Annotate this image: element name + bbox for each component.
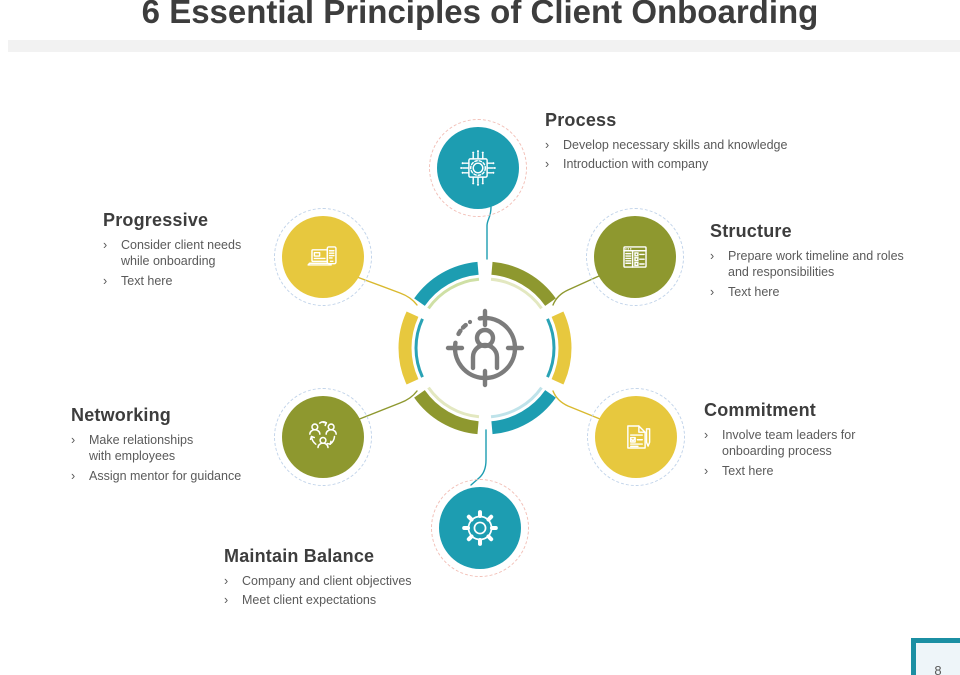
principle-maintain-balance: Maintain Balance › Company and client ob… — [224, 546, 474, 612]
bullet-marker-icon: › — [704, 428, 709, 442]
structure-bullet-1: › Prepare work timeline and roles and re… — [710, 249, 904, 280]
ring-segment-olive-bottom — [414, 389, 479, 435]
principle-networking: Networking › Make relationships with emp… — [71, 405, 281, 487]
ring-segment-yellow-right — [551, 311, 572, 385]
structure-dashed-ring — [586, 208, 684, 306]
bullet-marker-icon: › — [545, 157, 550, 172]
bullet-marker-icon: › — [224, 574, 229, 588]
gear-icon — [462, 510, 498, 546]
commitment-circle — [587, 388, 685, 486]
page-number-box: 8 — [911, 638, 960, 675]
hub-ring — [385, 248, 585, 448]
connector-networking — [356, 390, 418, 421]
commitment-bullet-2: › Text here — [704, 463, 774, 478]
networking-dashed-ring — [274, 388, 372, 486]
connector-structure — [552, 275, 600, 306]
bullet-marker-icon: › — [704, 463, 709, 478]
bullet-marker-icon: › — [103, 273, 108, 288]
page-number: 8 — [934, 663, 942, 675]
principle-progressive: Progressive › Consider client needs whil… — [103, 210, 313, 292]
principle-process: Process › Develop necessary skills and k… — [545, 110, 865, 176]
principle-commitment: Commitment › Involve team leaders for on… — [704, 400, 904, 482]
process-bullet-1: › Develop necessary skills and knowledge — [545, 138, 788, 152]
bullet-marker-icon: › — [71, 468, 76, 483]
progressive-bullet-1: › Consider client needs while onboarding — [103, 238, 242, 269]
ring-segment-olive-topright — [491, 261, 556, 307]
laptop-mobile-icon — [307, 246, 337, 266]
networking-bullet-1: › Make relationships with employees — [71, 433, 194, 464]
process-circle — [429, 119, 527, 217]
bullet-marker-icon: › — [103, 238, 108, 252]
layout-wireframe-icon — [623, 246, 647, 268]
progressive-bullet-2: › Text here — [103, 273, 173, 288]
target-person-icon — [445, 308, 525, 388]
networking-title: Networking — [71, 405, 172, 425]
process-title: Process — [545, 110, 617, 130]
process-bullet-2: › Introduction with company — [545, 157, 709, 172]
progressive-dashed-ring — [274, 208, 372, 306]
networking-circle — [274, 388, 372, 486]
structure-title: Structure — [710, 221, 792, 241]
connector-progressive — [356, 276, 418, 306]
microchip-icon — [460, 150, 496, 186]
connector-commitment — [552, 390, 601, 420]
maintain-balance-bullet-1: › Company and client objectives — [224, 574, 412, 588]
connector-maintain-balance — [470, 429, 487, 486]
maintain-balance-dashed-ring — [431, 479, 529, 577]
networking-bullet-2: › Assign mentor for guidance — [71, 468, 242, 483]
page-title: 6 Essential Principles of Client Onboard… — [141, 0, 819, 30]
bullet-marker-icon: › — [71, 433, 76, 447]
people-network-icon — [309, 421, 337, 449]
title-underline-band — [8, 40, 960, 52]
ring-segment-yellow-left — [398, 311, 419, 385]
bullet-marker-icon: › — [710, 284, 715, 299]
maintain-balance-bullet-2: › Meet client expectations — [224, 593, 377, 608]
structure-bullet-2: › Text here — [710, 284, 780, 299]
structure-circle — [586, 208, 684, 306]
bullet-marker-icon: › — [710, 249, 715, 263]
progressive-circle — [274, 208, 372, 306]
ring-segment-teal-topleft — [414, 261, 479, 307]
commitment-title: Commitment — [704, 400, 817, 420]
bullet-marker-icon: › — [224, 593, 229, 608]
document-pen-icon — [627, 425, 651, 449]
ring-segment-teal-bottomright — [491, 389, 556, 435]
commitment-dashed-ring — [587, 388, 685, 486]
maintain-balance-circle — [431, 479, 529, 577]
principle-structure: Structure › Prepare work timeline and ro… — [710, 221, 935, 303]
process-dashed-ring — [429, 119, 527, 217]
progressive-title: Progressive — [103, 210, 209, 230]
maintain-balance-title: Maintain Balance — [224, 546, 375, 566]
commitment-bullet-1: › Involve team leaders for onboarding pr… — [704, 428, 856, 459]
bullet-marker-icon: › — [545, 138, 550, 152]
